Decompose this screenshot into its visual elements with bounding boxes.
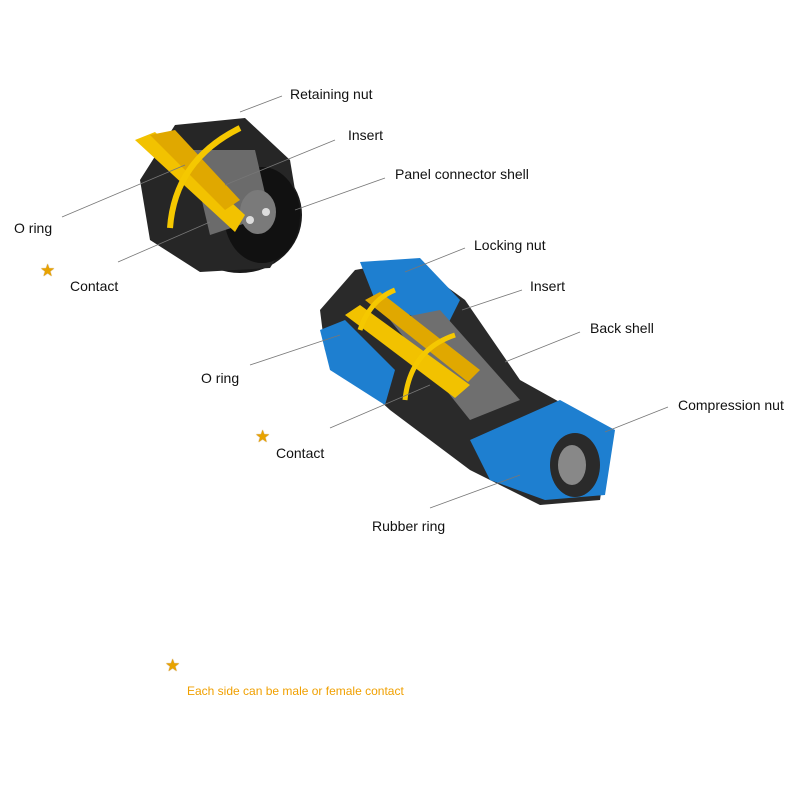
- label-insert-cable: Insert: [530, 278, 566, 294]
- star-icon: ★: [255, 427, 271, 446]
- label-rubber-ring: Rubber ring: [372, 518, 446, 534]
- label-retaining-nut: Retaining nut: [290, 86, 373, 102]
- footnote-text: Each side can be male or female contact: [187, 684, 404, 698]
- panel-connector-illustration: [135, 118, 302, 273]
- star-icon: ★: [40, 261, 56, 280]
- label-o-ring-panel: O ring: [14, 220, 53, 236]
- star-icon: ★: [165, 656, 181, 675]
- label-locking-nut: Locking nut: [474, 237, 546, 253]
- leader-lines: [61, 95, 669, 509]
- label-contact-panel: Contact: [70, 278, 119, 294]
- label-insert-panel: Insert: [348, 127, 384, 143]
- label-contact-cable: Contact: [276, 445, 325, 461]
- label-back-shell: Back shell: [590, 320, 654, 336]
- cable-connector-illustration: [320, 258, 615, 505]
- label-o-ring-cable: O ring: [201, 370, 240, 386]
- label-panel-connector-shell: Panel connector shell: [395, 166, 529, 182]
- label-compression-nut: Compression nut: [678, 397, 784, 413]
